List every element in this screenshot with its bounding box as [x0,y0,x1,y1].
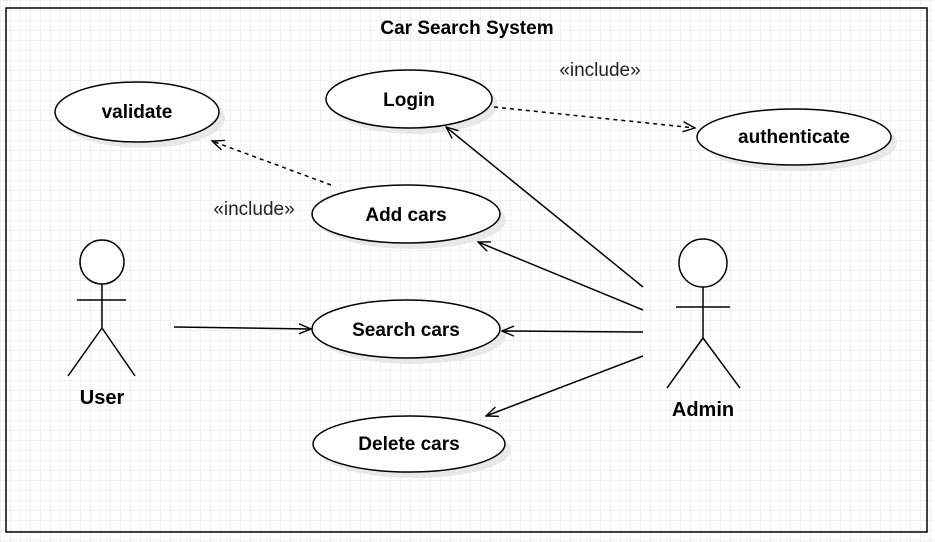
association-user-search-cars[interactable] [173,327,311,329]
actor-head [678,238,728,288]
include-login-authenticate[interactable] [493,106,695,128]
include-label-login-authenticate: «include» [559,60,640,81]
actor-left-leg [67,327,103,377]
association-admin-add-cars[interactable] [478,242,644,311]
use-case-label: Add cars [365,205,446,226]
use-case-add-cars[interactable]: Add cars [311,184,506,249]
association-admin-login[interactable] [446,127,644,288]
actor-label: Admin [672,399,734,421]
system-boundary [5,7,928,533]
actor-right-leg [101,327,136,377]
use-case-search-cars[interactable]: Search cars [311,299,506,364]
use-case-label: validate [102,102,173,123]
actor-label: User [80,387,125,409]
use-case-label: Login [383,90,435,111]
include-add-cars-validate[interactable] [212,141,332,186]
use-case-login[interactable]: Login [325,69,498,134]
system-title: Car Search System [380,18,553,39]
use-case-label: authenticate [738,127,850,148]
use-case-label: Search cars [352,320,460,341]
association-admin-search-cars[interactable] [502,331,644,332]
actor-user[interactable]: User [67,239,136,409]
actor-left-leg [666,337,704,389]
actor-head [79,239,125,285]
actor-admin[interactable]: Admin [666,238,741,421]
use-case-delete-cars[interactable]: Delete cars [312,415,511,478]
include-label-add-cars-validate: «include» [213,199,294,220]
association-admin-delete-cars[interactable] [486,355,644,416]
use-case-authenticate[interactable]: authenticate [696,108,897,171]
actor-right-leg [702,337,741,389]
use-case-label: Delete cars [358,434,459,455]
use-case-validate[interactable]: validate [54,81,225,148]
